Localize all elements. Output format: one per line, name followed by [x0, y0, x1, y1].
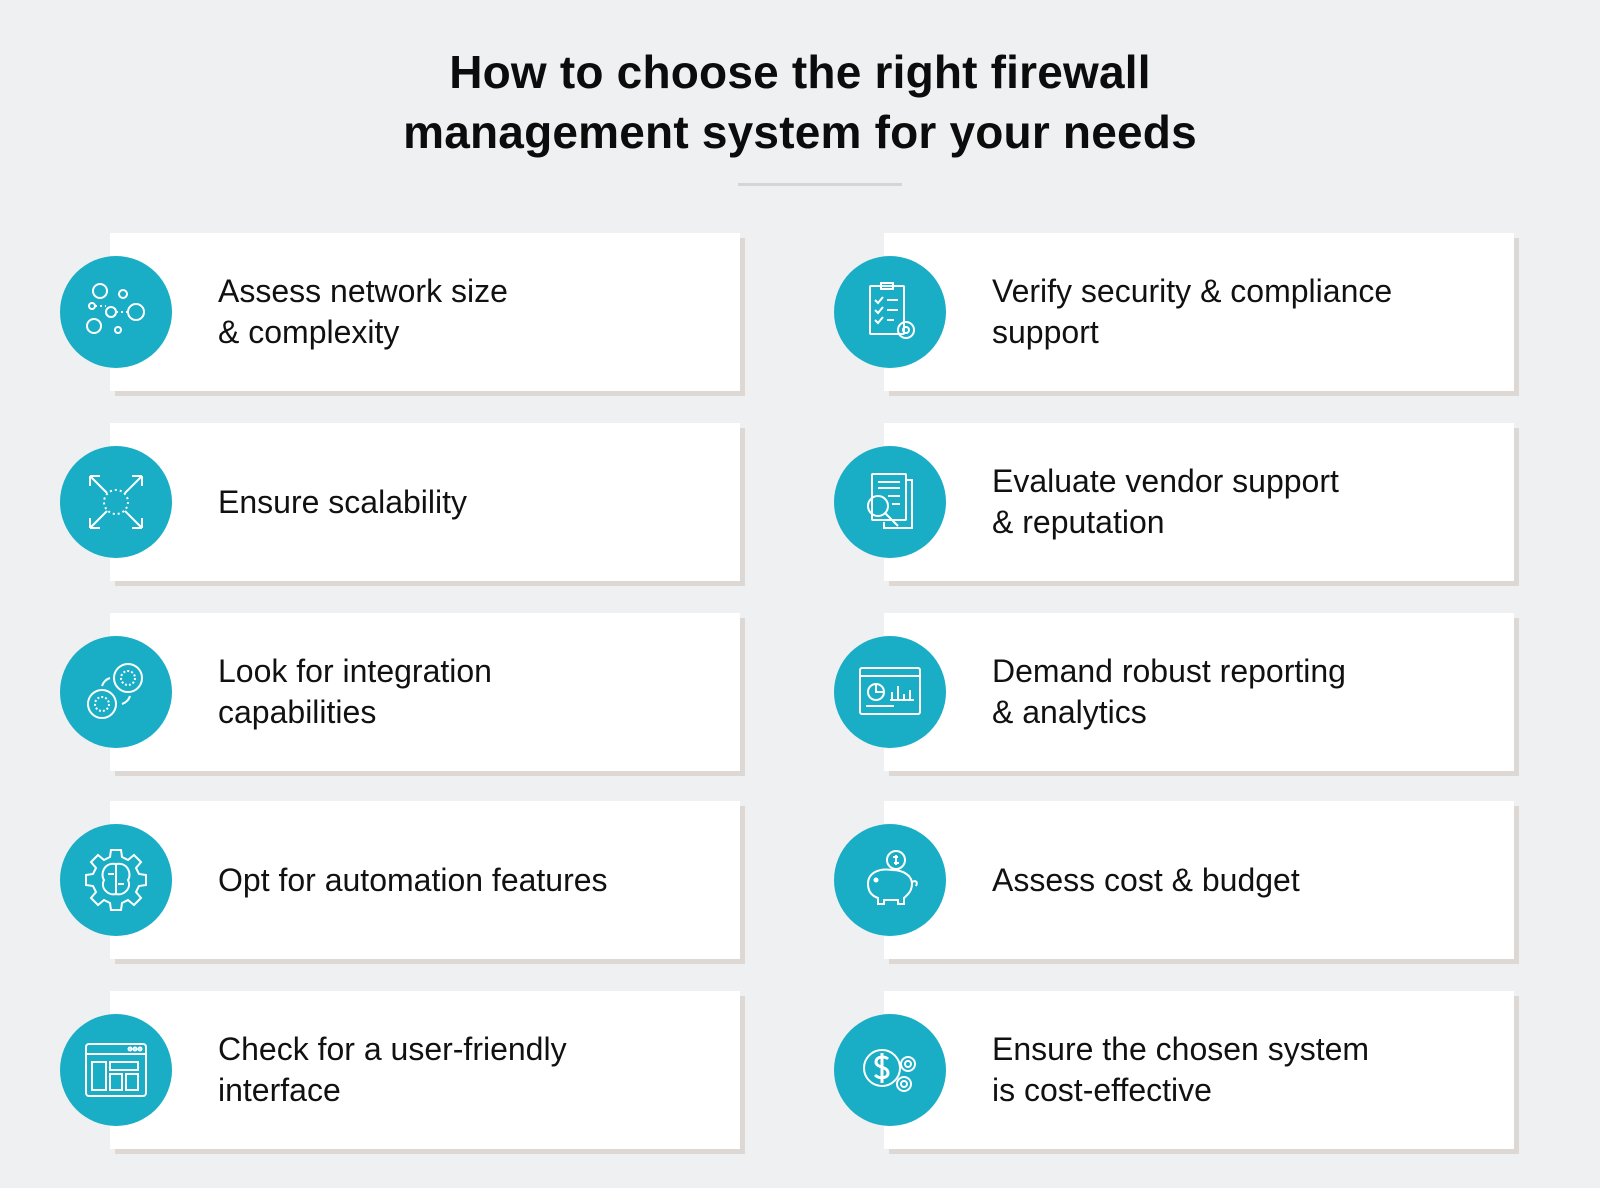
label-integration: Look for integration capabilities	[218, 613, 688, 771]
item-label-line: Assess cost & budget	[992, 861, 1300, 898]
item-label-line: Ensure the chosen system	[992, 1031, 1370, 1067]
item-label-line: Opt for automation features	[218, 861, 608, 898]
item-label-line: & complexity	[218, 314, 400, 350]
card-reporting	[884, 613, 1514, 771]
item-label-line: is cost-effective	[992, 1072, 1212, 1108]
label-verify-security: Verify security & compliance support	[992, 233, 1462, 391]
label-cost-budget: Assess cost & budget	[992, 801, 1462, 959]
card-cost-effective	[884, 991, 1514, 1149]
item-label-line: interface	[218, 1072, 341, 1108]
card-integration	[110, 613, 740, 771]
item-label-line: Evaluate vendor support	[992, 463, 1339, 499]
title-line-1: How to choose the right firewall	[449, 46, 1151, 98]
card-verify-security	[884, 233, 1514, 391]
label-assess-network: Assess network size & complexity	[218, 233, 688, 391]
label-evaluate-vendor: Evaluate vendor support & reputation	[992, 423, 1462, 581]
card-cost-budget	[884, 801, 1514, 959]
title-line-2: management system for your needs	[403, 106, 1197, 158]
label-ensure-scalability: Ensure scalability	[218, 423, 688, 581]
checklist-gear-icon	[834, 256, 946, 368]
card-user-friendly	[110, 991, 740, 1149]
piggy-bank-icon	[834, 824, 946, 936]
item-label-line: Ensure scalability	[218, 483, 467, 520]
browser-window-icon	[60, 1014, 172, 1126]
dollar-gears-icon	[834, 1014, 946, 1126]
label-reporting: Demand robust reporting & analytics	[992, 613, 1462, 771]
item-label-line: Look for integration	[218, 653, 492, 689]
card-evaluate-vendor	[884, 423, 1514, 581]
card-ensure-scalability	[110, 423, 740, 581]
item-label-line: Demand robust reporting	[992, 653, 1346, 689]
item-label-line: & reputation	[992, 504, 1165, 540]
analytics-dashboard-icon	[834, 636, 946, 748]
item-label-line: & analytics	[992, 694, 1147, 730]
page-title: How to choose the right firewall managem…	[0, 42, 1600, 162]
title-divider	[738, 183, 902, 186]
item-label-line: Assess network size	[218, 273, 508, 309]
brain-gear-icon	[60, 824, 172, 936]
item-label-line: Check for a user-friendly	[218, 1031, 567, 1067]
item-label-line: capabilities	[218, 694, 377, 730]
item-label-line: Verify security & compliance	[992, 273, 1393, 309]
card-automation	[110, 801, 740, 959]
expand-arrows-icon	[60, 446, 172, 558]
network-nodes-icon	[60, 256, 172, 368]
document-search-icon	[834, 446, 946, 558]
label-automation: Opt for automation features	[218, 801, 688, 959]
card-assess-network	[110, 233, 740, 391]
label-user-friendly: Check for a user-friendly interface	[218, 991, 688, 1149]
item-label-line: support	[992, 314, 1099, 350]
integration-gears-icon	[60, 636, 172, 748]
label-cost-effective: Ensure the chosen system is cost-effectiv…	[992, 991, 1462, 1149]
